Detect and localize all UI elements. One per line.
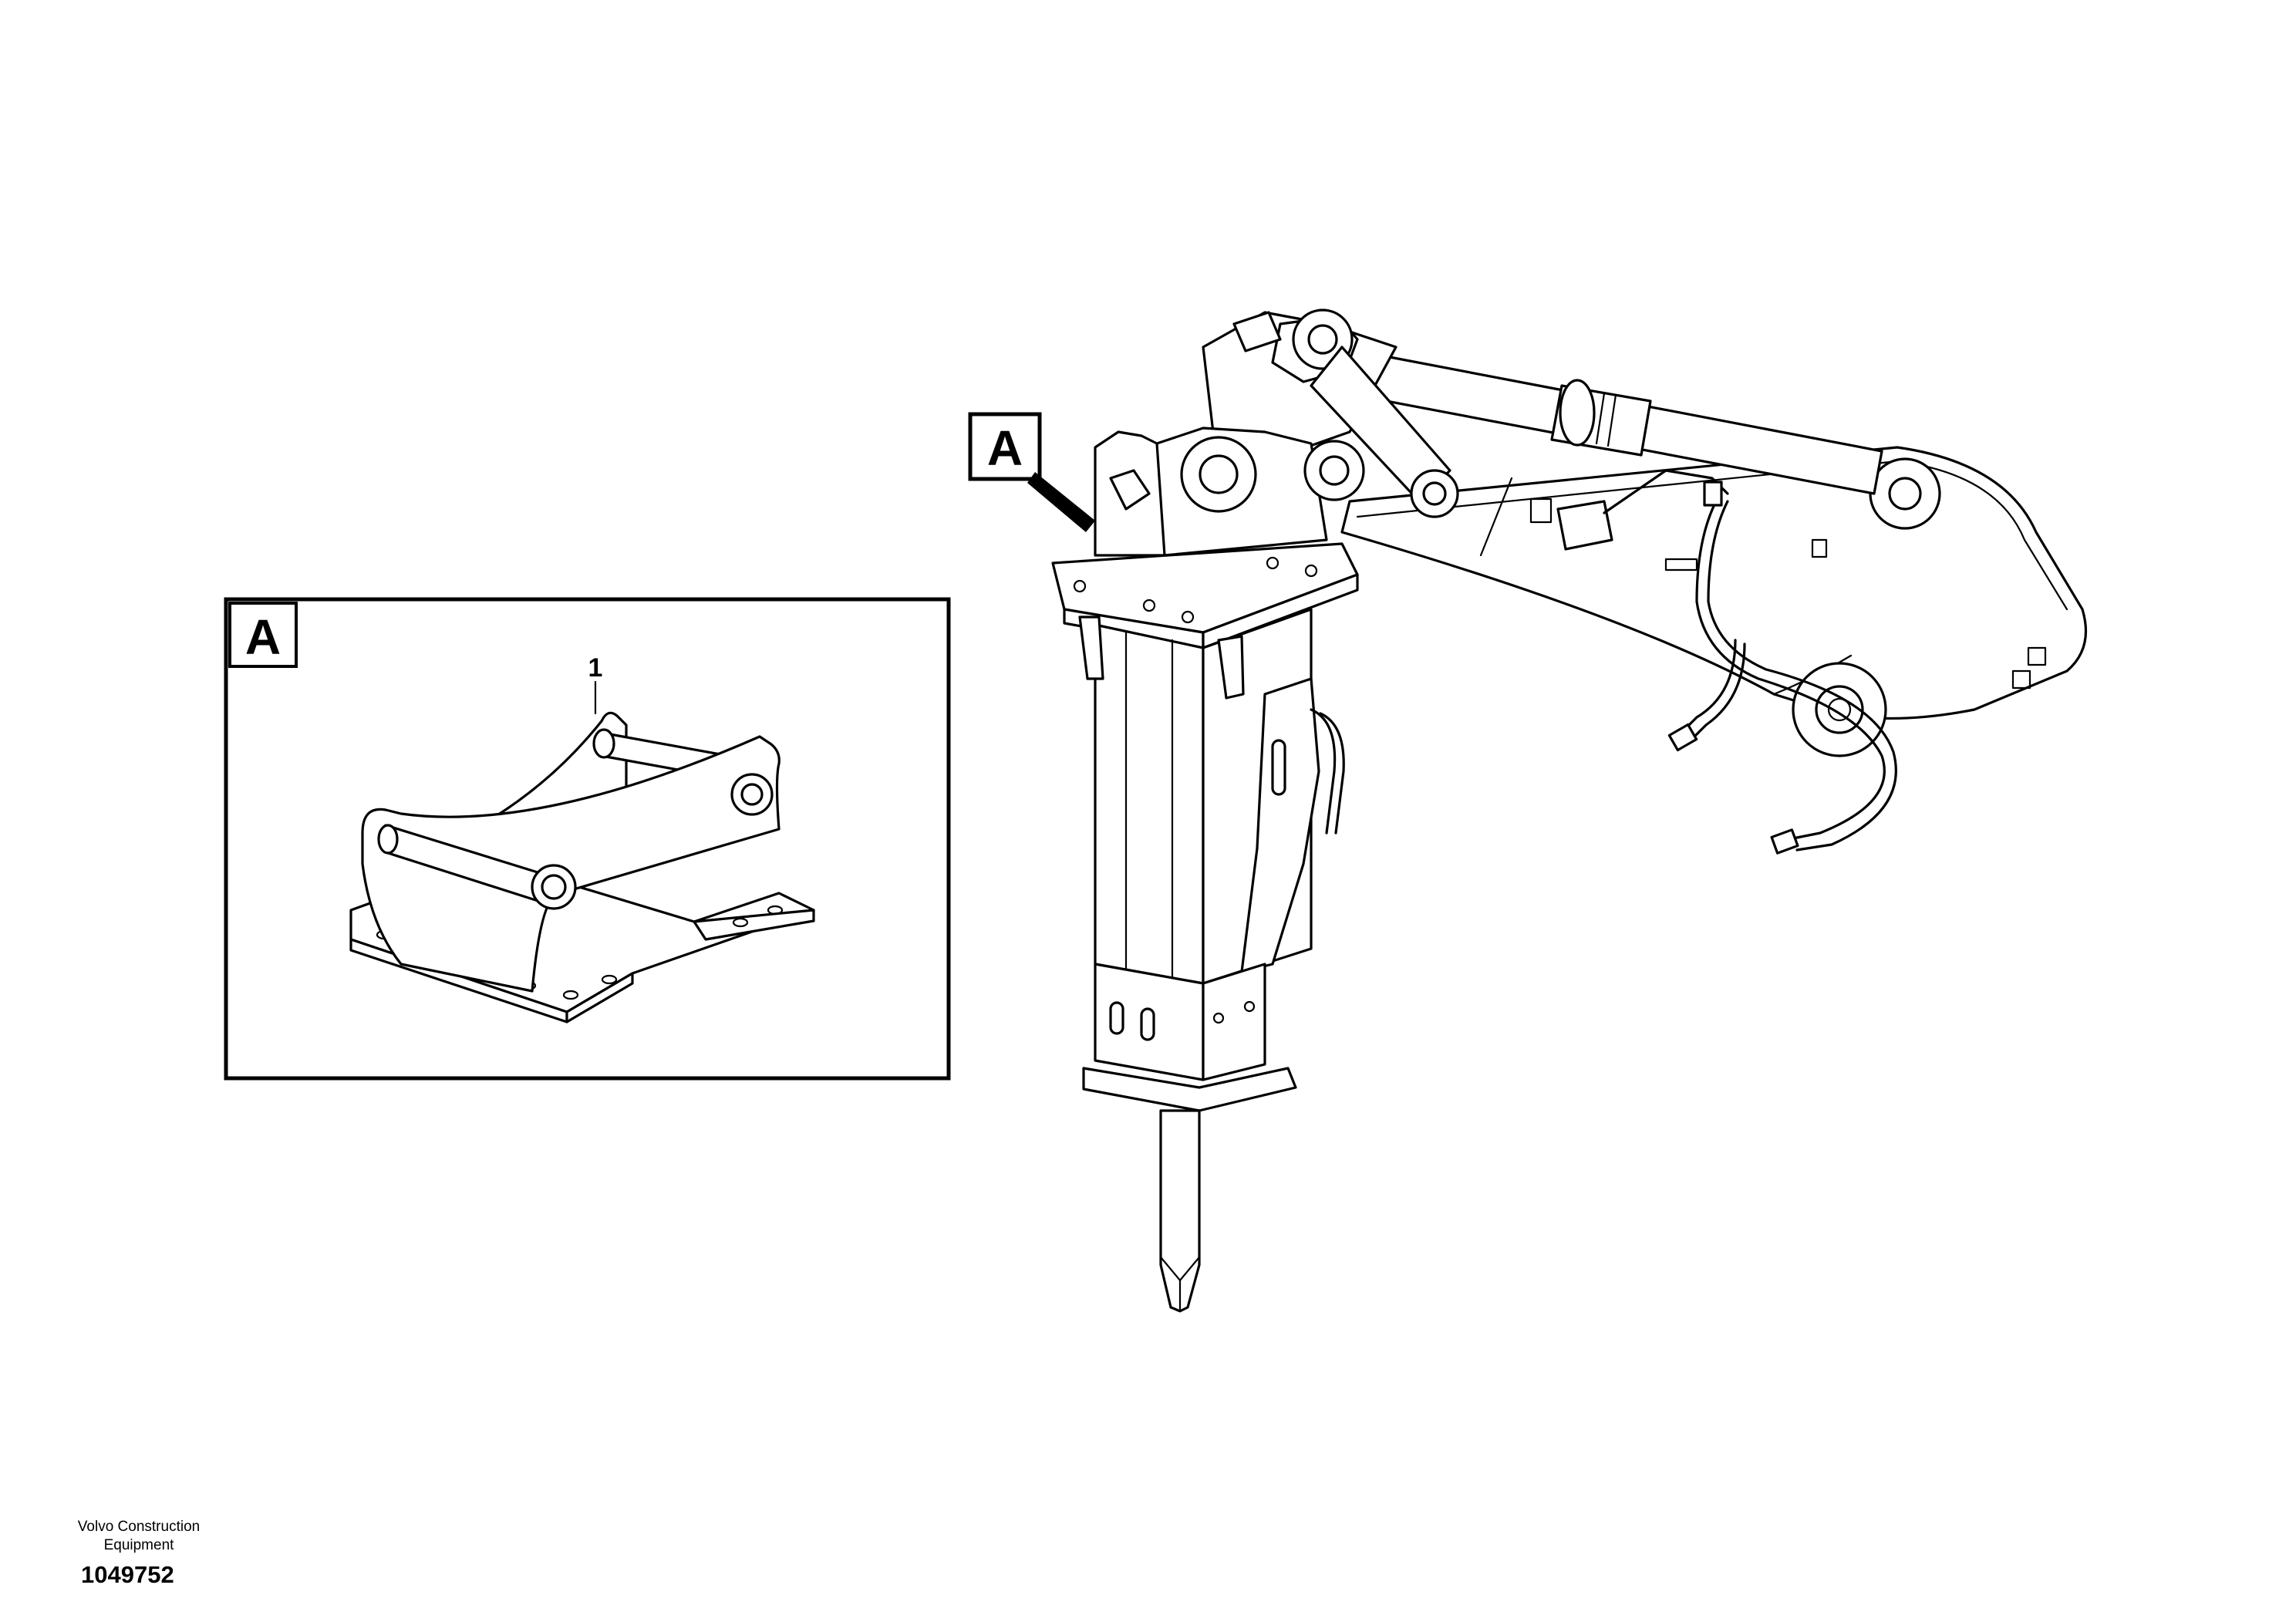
brand-text: Volvo Construction Equipment [46,1518,231,1555]
dipper-arm [1340,446,2088,757]
detail-label-box [228,602,298,668]
adapter-bracket-drawing [349,711,815,1023]
brand-line-1: Volvo Construction [77,1519,201,1535]
breaker-top-bracket [1051,427,1365,649]
breaker-body [1078,608,1345,985]
callout-label: A [987,420,1023,476]
breaker-lower-housing [1082,963,1297,1313]
main-assembly-view: A [968,309,2088,1313]
callout-label-box [968,412,1042,481]
callout-leader-arrow [1027,472,1095,532]
brand-line-2: Equipment [103,1537,174,1553]
item-number-1: 1 [588,653,603,683]
detail-view-a: A 1 [224,597,951,1081]
detail-label: A [245,609,281,665]
hydraulic-hoses [1556,469,1897,855]
part-number: 1049752 [81,1561,174,1588]
